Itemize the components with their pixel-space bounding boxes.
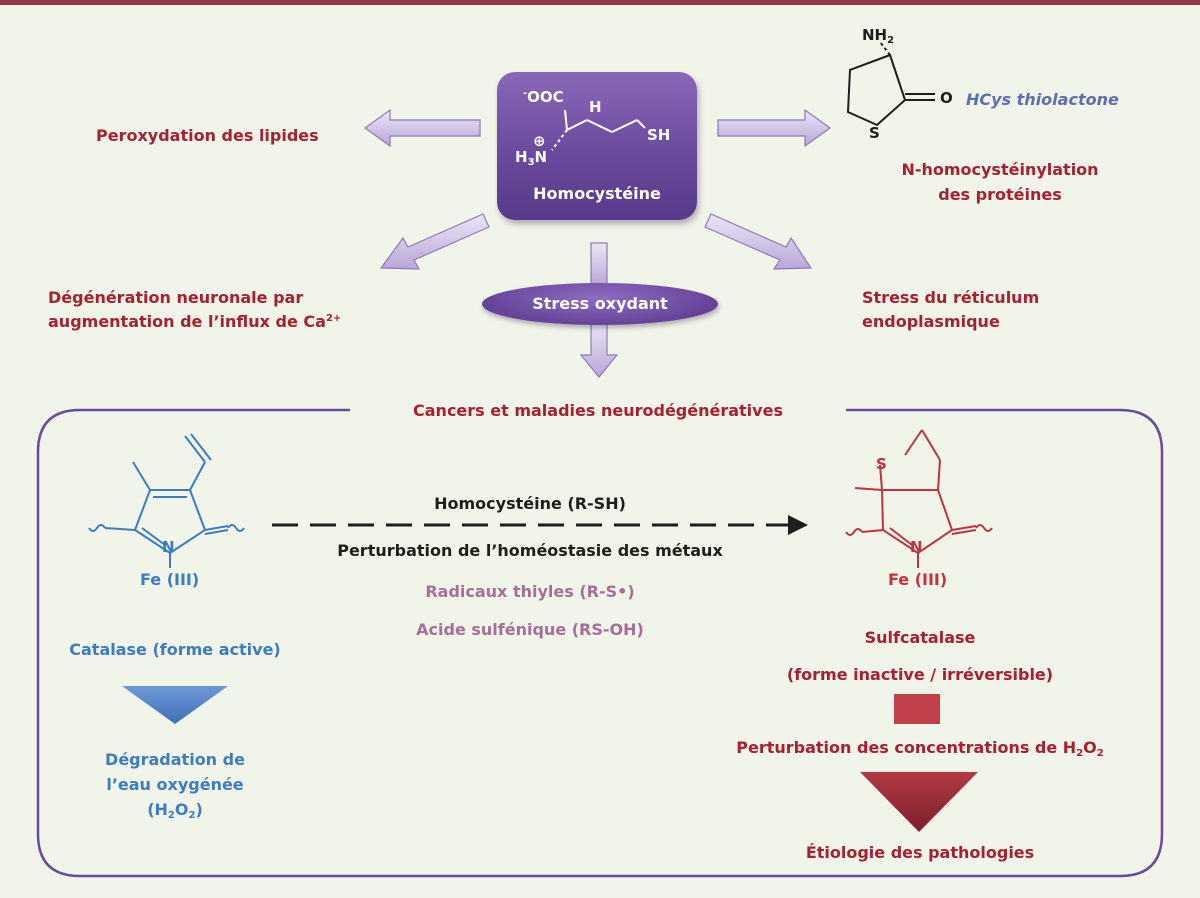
- section-frame: [36, 408, 1164, 878]
- homocysteinylation-line2: des protéines: [938, 185, 1062, 204]
- thiolactone-label: HCys thiolactone: [966, 90, 1119, 109]
- thiolactone-nh2: NH2: [862, 26, 895, 46]
- er-stress-line1: Stress du réticulum: [862, 288, 1040, 307]
- catalase-result-line3: (H2O2): [147, 800, 203, 821]
- catalase-iron: Fe (III): [140, 570, 200, 589]
- homocysteine-box: -OOC H SH ⊕ H3N Homocystéine: [497, 72, 697, 220]
- mechanism-sulfenic: Acide sulfénique (RS-OH): [416, 620, 644, 639]
- sulfcatalase-name: Sulfcatalase: [864, 628, 976, 647]
- thiolactone-sulfur: S: [869, 124, 880, 142]
- catalase-result-line1: Dégradation de: [105, 750, 245, 769]
- top-border: [0, 0, 1200, 5]
- arrow-to-thiolactone: [717, 108, 832, 148]
- sulfcatalase-form: (forme inactive / irréversible): [786, 665, 1054, 684]
- mechanism-metals: Perturbation de l’homéostasie des métaux: [337, 541, 723, 560]
- catalase-result-line2: l’eau oxygénée: [106, 775, 244, 794]
- hydrogen-label: H: [589, 98, 602, 116]
- sulfcatalase-perturbation: Perturbation des concentrations de H2O2: [736, 738, 1104, 759]
- catalase-structure: [88, 433, 245, 568]
- homocysteine-title: Homocystéine: [533, 184, 661, 203]
- thiolactone-oxygen: O: [940, 89, 953, 107]
- homocysteine-structure: [551, 109, 646, 151]
- charge-symbol: ⊕: [533, 132, 546, 150]
- sulfcatalase-square: [894, 694, 940, 724]
- arrow-to-stress-oxidant: [590, 242, 608, 287]
- lipid-peroxidation-label: Peroxydation des lipides: [96, 126, 319, 145]
- carboxyl-label: -OOC: [523, 88, 564, 106]
- arrow-to-neuronal: [379, 213, 490, 270]
- amine-label: H3N: [515, 148, 548, 168]
- sulfcatalase-nitrogen: N: [910, 538, 923, 556]
- er-stress-line2: endoplasmique: [862, 312, 1000, 331]
- thiolactone-structure: [846, 41, 935, 127]
- mechanism-thiyl: Radicaux thiyles (R-S•): [425, 582, 635, 601]
- arrow-to-cancers: [579, 321, 619, 378]
- catalase-name: Catalase (forme active): [69, 640, 281, 659]
- arrow-to-lipids: [363, 108, 481, 148]
- homocysteinylation-line1: N-homocystéinylation: [901, 160, 1099, 179]
- stress-oxidant-oval: Stress oxydant: [482, 283, 718, 325]
- catalase-nitrogen: N: [162, 538, 175, 556]
- etiology-label: Étiologie des pathologies: [805, 843, 1035, 862]
- thiol-label: SH: [647, 126, 671, 144]
- etiology-arrow: [860, 772, 978, 832]
- sulfcatalase-iron: Fe (III): [888, 570, 948, 589]
- neuronal-line1: Dégénération neuronale par: [48, 288, 304, 307]
- cancers-label: Cancers et maladies neurodégénératives: [413, 401, 783, 420]
- mechanism-homocysteine: Homocystéine (R-SH): [434, 494, 626, 513]
- neuronal-line2: augmentation de l’influx de Ca2+: [48, 312, 342, 331]
- sulfcatalase-structure: [845, 429, 993, 568]
- dashed-arrow: [272, 515, 808, 535]
- sulfcatalase-sulfur: S: [876, 455, 887, 473]
- arrow-to-er-stress: [704, 213, 813, 270]
- catalase-result-arrow: [122, 686, 228, 724]
- stress-oxidant-label: Stress oxydant: [532, 294, 668, 313]
